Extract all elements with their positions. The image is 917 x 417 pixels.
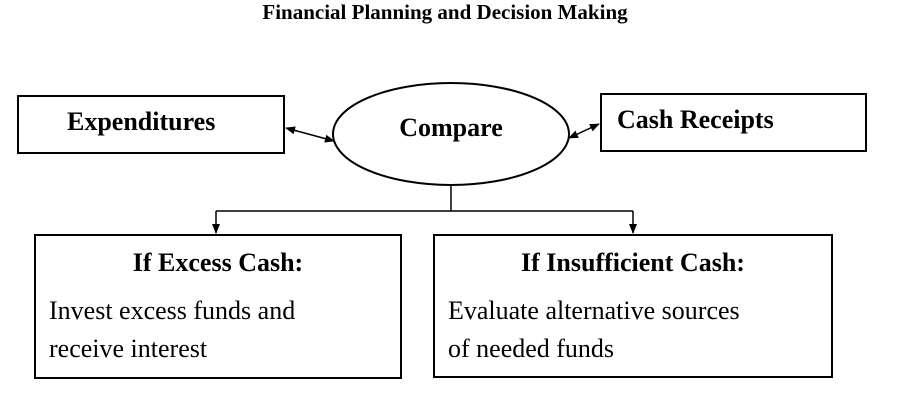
- expenditures-label: Expenditures: [67, 107, 216, 136]
- insufficient-cash-box: If Insufficient Cash: Evaluate alternati…: [433, 234, 833, 378]
- cash-receipts-box: Cash Receipts: [600, 93, 867, 152]
- cash-receipts-label: Cash Receipts: [617, 105, 774, 134]
- excess-cash-heading: If Excess Cash:: [132, 248, 304, 277]
- compare-label: Compare: [399, 113, 503, 142]
- insufficient-cash-heading: If Insufficient Cash:: [521, 248, 745, 277]
- insufficient-cash-text: Evaluate alternative sources of needed f…: [448, 292, 808, 368]
- insufficient-cash-line-2: of needed funds: [448, 334, 615, 363]
- insufficient-cash-line-1: Evaluate alternative sources: [448, 296, 740, 325]
- diagram-title: Financial Planning and Decision Making: [262, 0, 628, 24]
- excess-cash-line-1: Invest excess funds and: [49, 296, 296, 325]
- expenditures-box: Expenditures: [17, 95, 285, 154]
- excess-cash-text: Invest excess funds and receive interest: [49, 292, 409, 368]
- excess-cash-box: If Excess Cash: Invest excess funds and …: [34, 234, 402, 379]
- arrow-compare-cash-receipts: [568, 123, 600, 139]
- excess-cash-line-2: receive interest: [49, 334, 208, 363]
- arrow-expenditures-compare: [285, 126, 335, 143]
